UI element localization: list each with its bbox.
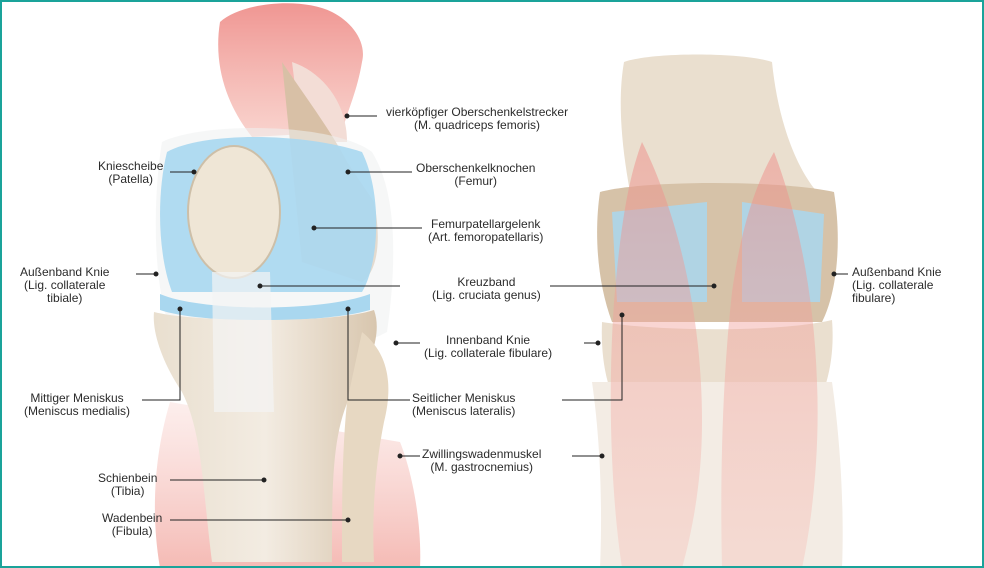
label-cruciate-latin: (Lig. cruciata genus) <box>432 289 541 302</box>
label-lcl-tibiale: Außenband Knie (Lig. collaterale tibiale… <box>20 266 109 305</box>
label-medial-meniscus-latin: (Meniscus medialis) <box>24 405 130 418</box>
patella-shape <box>188 146 280 278</box>
label-tibia-latin: (Tibia) <box>98 485 157 498</box>
label-fibula-latin: (Fibula) <box>102 525 162 538</box>
label-patella: Kniescheibe (Patella) <box>98 160 163 186</box>
label-lcl-fibulare: Außenband Knie (Lig. collaterale fibular… <box>852 266 941 305</box>
label-lcl-tibiale-latin-2: tibiale) <box>20 292 109 305</box>
label-mcl-latin: (Lig. collaterale fibulare) <box>424 347 552 360</box>
label-mcl: Innenband Knie (Lig. collaterale fibular… <box>424 334 552 360</box>
label-gastrocnemius-latin: (M. gastrocnemius) <box>422 461 541 474</box>
label-gastrocnemius: Zwillingswadenmuskel (M. gastrocnemius) <box>422 448 541 474</box>
patellar-ligament-shape <box>212 272 274 412</box>
label-femur-latin: (Femur) <box>416 175 535 188</box>
label-tibia: Schienbein (Tibia) <box>98 472 157 498</box>
label-femoropatellar: Femurpatellargelenk (Art. femoropatellar… <box>428 218 543 244</box>
label-lateral-meniscus: Seitlicher Meniskus (Meniscus lateralis) <box>412 392 515 418</box>
label-lcl-fibulare-latin-2: fibulare) <box>852 292 941 305</box>
label-medial-meniscus: Mittiger Meniskus (Meniscus medialis) <box>24 392 130 418</box>
label-fibula: Wadenbein (Fibula) <box>102 512 162 538</box>
label-lateral-meniscus-latin: (Meniscus lateralis) <box>412 405 515 418</box>
label-quadriceps: vierköpfiger Oberschenkelstrecker (M. qu… <box>386 106 568 132</box>
label-quadriceps-latin: (M. quadriceps femoris) <box>386 119 568 132</box>
label-femur: Oberschenkelknochen (Femur) <box>416 162 535 188</box>
label-patella-latin: (Patella) <box>98 173 163 186</box>
label-cruciate: Kreuzband (Lig. cruciata genus) <box>432 276 541 302</box>
label-femoropatellar-latin: (Art. femoropatellaris) <box>428 231 543 244</box>
